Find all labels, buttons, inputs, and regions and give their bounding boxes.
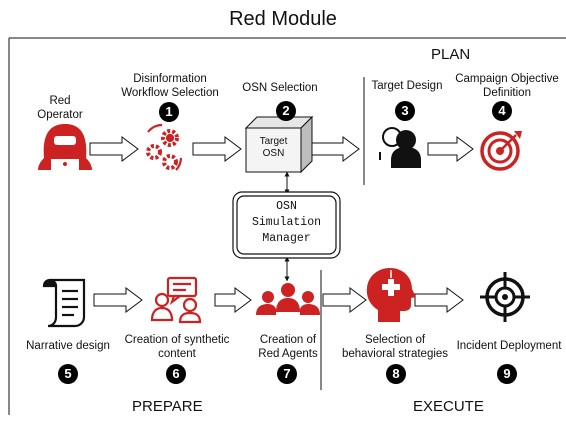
brain-puzzle-icon xyxy=(366,268,416,322)
step-3-badge: 3 xyxy=(395,101,415,121)
step-9-label: Incident Deployment xyxy=(456,340,562,352)
step-8-label: Selection of behavioral strategies xyxy=(341,334,449,360)
module-title: Red Module xyxy=(229,8,337,30)
plan-heading: PLAN xyxy=(431,46,471,63)
step-4-badge: 4 xyxy=(492,101,512,121)
users-chat-icon xyxy=(150,276,202,324)
target-arrow-icon xyxy=(480,131,522,171)
hacker-icon xyxy=(38,124,92,170)
step-4-label: Campaign Objective Definition xyxy=(455,73,559,99)
scroll-icon xyxy=(42,278,86,328)
step-3-label: Target Design xyxy=(371,80,443,92)
step-2-badge: 2 xyxy=(276,101,296,121)
prepare-heading: PREPARE xyxy=(132,398,203,415)
operator-label: Red Operator xyxy=(37,95,83,121)
step-2-label: OSN Selection xyxy=(242,82,318,94)
flow-arrow xyxy=(89,136,474,162)
step-7-badge: 7 xyxy=(277,364,297,384)
step-6-label: Creation of synthetic content xyxy=(124,334,230,360)
person-icon xyxy=(379,127,421,168)
gears-cycle-icon xyxy=(146,123,183,171)
crosshair-icon xyxy=(480,272,530,322)
step-7-label: Creation of Red Agents xyxy=(258,334,318,360)
cube-box-icon xyxy=(244,115,314,174)
step-1-label: Disinformation Workflow Selection xyxy=(121,73,219,99)
step-1-badge: 1 xyxy=(159,102,179,122)
group-icon xyxy=(256,283,320,315)
target-osn-label: Target OSN xyxy=(259,136,288,159)
manager-label: OSN Simulation Manager xyxy=(251,200,321,245)
step-5-label: Narrative design xyxy=(26,340,110,352)
manager-box-inner xyxy=(236,195,337,255)
step-5-badge: 5 xyxy=(58,364,78,384)
step-6-badge: 6 xyxy=(166,364,186,384)
step-8-badge: 8 xyxy=(386,364,406,384)
execute-heading: EXECUTE xyxy=(413,398,484,415)
step-9-badge: 9 xyxy=(497,364,517,384)
manager-box-outer xyxy=(232,191,341,259)
flow-arrow xyxy=(93,287,464,313)
